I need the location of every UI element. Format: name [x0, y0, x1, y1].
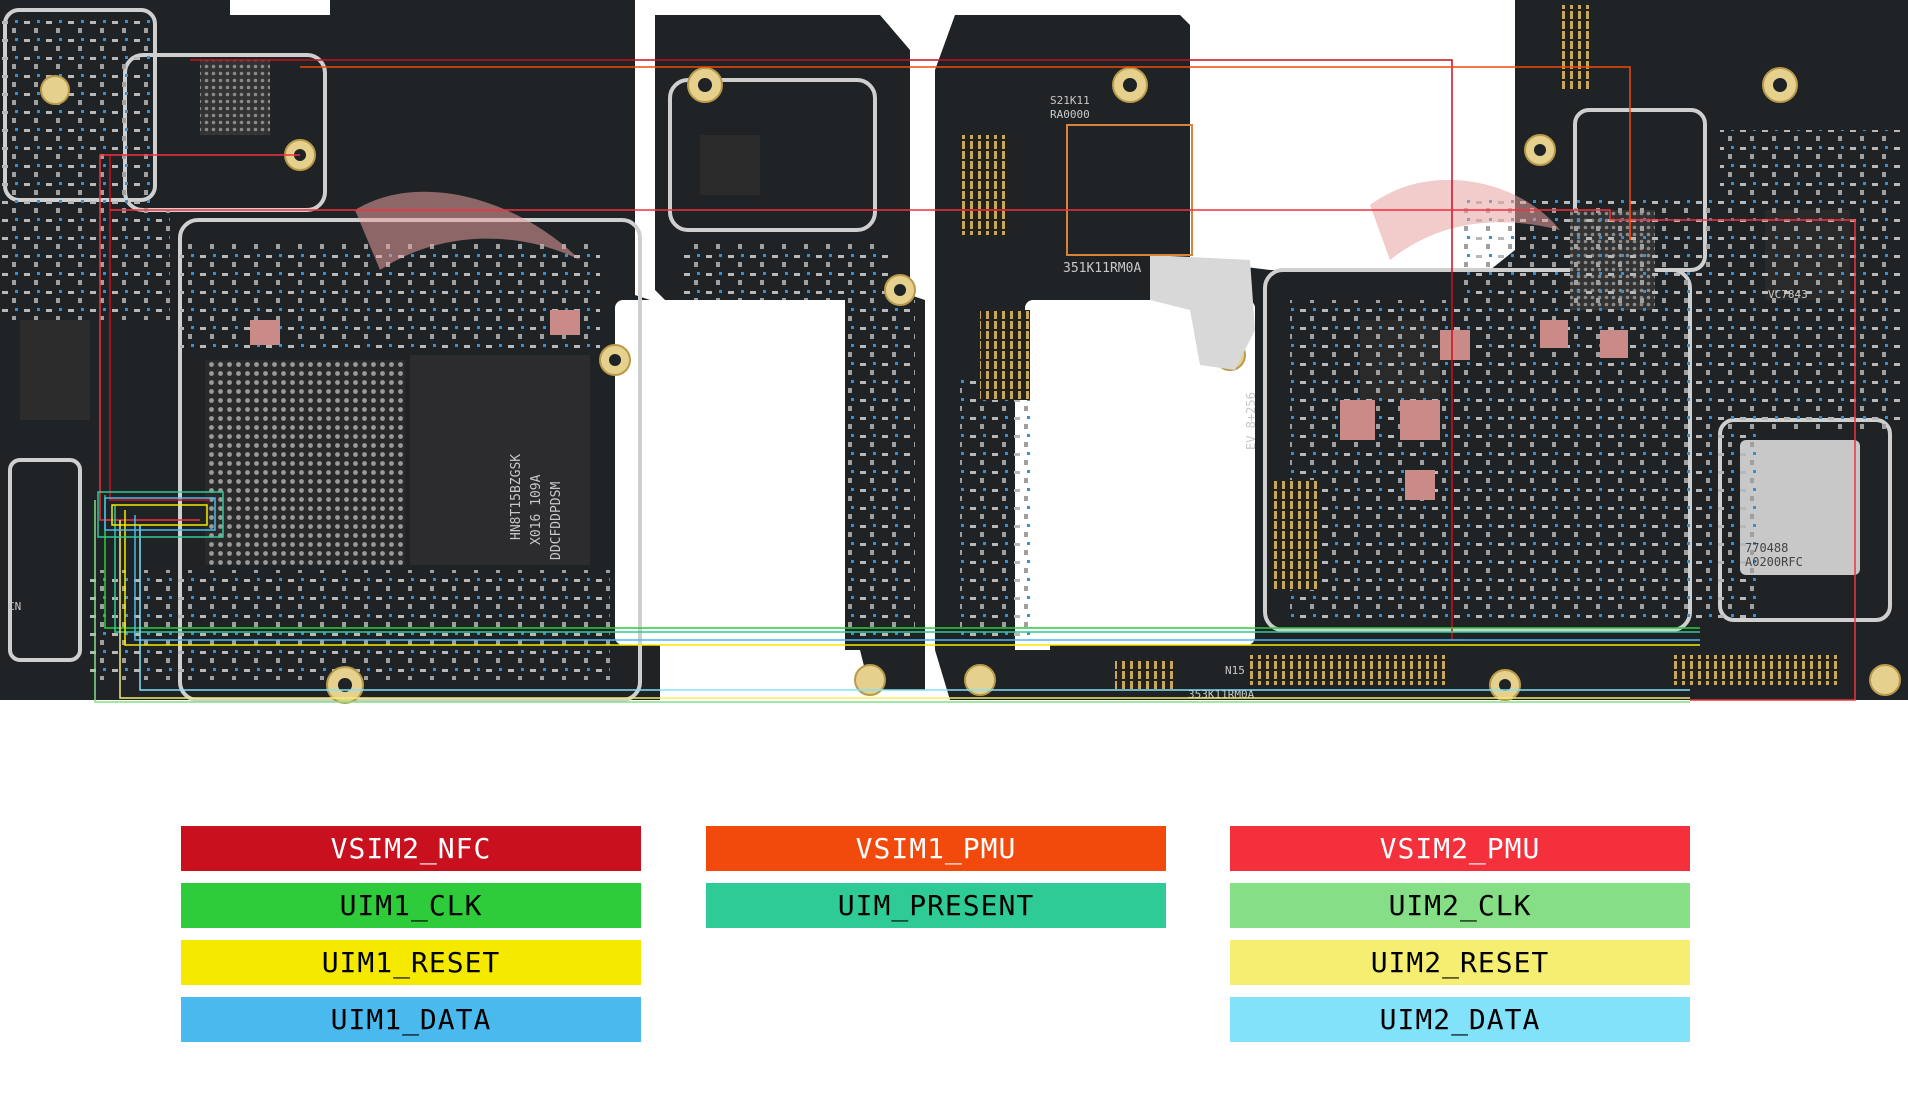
legend-uim2-data: UIM2_DATA — [1230, 997, 1690, 1042]
pcb-board-diagram: HN8T15BZGSK X016 109A DDCFDDPDSM 351K11R… — [0, 0, 1908, 704]
silk-ev: EV 8+256 — [1244, 392, 1258, 450]
legend-uim1-reset: UIM1_RESET — [181, 940, 641, 985]
board-connector — [980, 310, 1030, 400]
silk-center: 351K11RM0A — [1063, 261, 1141, 276]
board-connector — [1250, 655, 1450, 685]
board-connector — [1560, 5, 1590, 90]
legend-vsim1-pmu: VSIM1_PMU — [706, 826, 1166, 871]
legend-uim1-clk: UIM1_CLK — [181, 883, 641, 928]
legend-uim1-data: UIM1_DATA — [181, 997, 641, 1042]
silk-bottom-2: N15 — [1225, 664, 1245, 677]
silk-left-chip: HN8T15BZGSK — [509, 454, 524, 540]
silk-center-3: RA0000 — [1050, 108, 1090, 121]
legend-uim2-clk: UIM2_CLK — [1230, 883, 1690, 928]
silk-left-chip-2: X016 109A — [529, 474, 544, 545]
metal-bracket — [1150, 255, 1255, 370]
board-connector — [960, 135, 1010, 235]
silk-right-chip: 770488 — [1745, 541, 1788, 555]
memory-chip — [410, 355, 590, 565]
silk-right-chip-2: A0200RFC — [1745, 555, 1803, 569]
legend-uim-present: UIM_PRESENT — [706, 883, 1166, 928]
legend-uim2-reset: UIM2_RESET — [1230, 940, 1690, 985]
silk-left-edge: CN — [8, 600, 21, 613]
board-connector — [1670, 655, 1840, 685]
silk-center-2: S21K11 — [1050, 94, 1090, 107]
legend-vsim2-nfc: VSIM2_NFC — [181, 826, 641, 871]
board-connector — [1115, 660, 1175, 690]
silk-right-chip-3: VC7843 — [1768, 288, 1808, 301]
silk-left-chip-3: DDCFDDPDSM — [549, 482, 564, 560]
legend-vsim2-pmu: VSIM2_PMU — [1230, 826, 1690, 871]
board-connector — [1270, 480, 1320, 590]
soc-bga — [205, 360, 405, 565]
